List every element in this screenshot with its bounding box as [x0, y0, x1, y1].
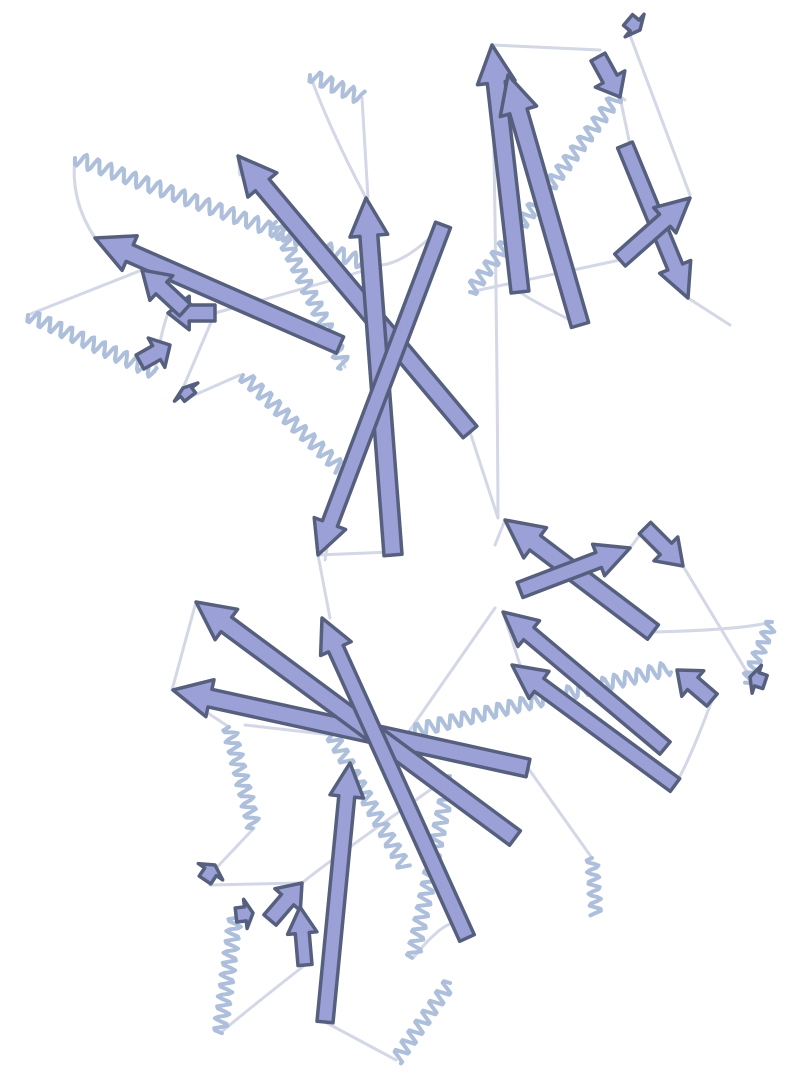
coil-loop — [316, 550, 392, 557]
coil-loop — [408, 606, 497, 732]
coil-loop — [468, 258, 622, 294]
helix-coil — [392, 979, 453, 1066]
helix-coil — [584, 856, 603, 918]
beta-strand-arrow — [515, 542, 632, 600]
beta-strand-arrow — [262, 881, 304, 927]
coil-loop — [308, 73, 368, 200]
coil-loop — [626, 28, 692, 197]
coil-loop — [170, 600, 198, 692]
beta-strand-arrow — [637, 520, 685, 568]
coil-loop — [188, 373, 242, 399]
coil-loop — [673, 698, 714, 787]
beta-strand-arrow — [510, 663, 682, 794]
beta-strand-arrow — [318, 616, 477, 944]
coil-loop — [618, 95, 632, 147]
coil-loop — [360, 96, 370, 200]
coil-loop — [468, 430, 500, 520]
beta-strand-arrow — [501, 610, 672, 756]
coil-loop — [218, 963, 307, 1035]
beta-strand-arrow — [285, 905, 319, 968]
beta-strand-arrow — [194, 600, 523, 847]
beta-strand-arrow — [621, 12, 646, 39]
coil-loop — [316, 553, 332, 620]
coil-loop — [153, 311, 170, 374]
beta-strand-arrow — [236, 154, 479, 440]
coil-loop — [300, 774, 452, 885]
beta-strand-arrow — [748, 663, 769, 695]
helix-coil — [407, 661, 673, 740]
coil-loop — [526, 766, 594, 860]
coil-loop — [26, 268, 144, 317]
coil-loop — [243, 723, 334, 737]
beta-strands — [93, 12, 769, 1025]
helix-coil — [212, 916, 243, 1036]
coil-loop — [72, 156, 97, 240]
beta-strand-arrow — [612, 196, 692, 268]
beta-strand-arrow — [589, 51, 627, 99]
beta-strand-arrow — [93, 234, 346, 355]
beta-strand-arrow — [134, 336, 172, 371]
beta-strand-arrow — [140, 268, 193, 318]
helix-coil — [238, 373, 343, 475]
coil-loop — [493, 518, 507, 547]
coil-loop — [686, 296, 732, 327]
coil-loop — [208, 881, 304, 887]
helix-coil — [221, 725, 261, 831]
beta-strand-arrow — [498, 73, 591, 330]
beta-strand-arrow — [503, 518, 661, 641]
coil-loop — [681, 564, 752, 679]
beta-strand-arrow — [312, 220, 453, 557]
beta-strand-arrow — [196, 861, 225, 886]
helix-coil — [25, 310, 159, 379]
helix-coil — [741, 619, 777, 686]
beta-strand-arrow — [315, 761, 366, 1025]
helix-coil — [307, 70, 367, 104]
beta-strand-arrow — [172, 381, 200, 404]
coil-loop — [323, 1020, 398, 1062]
coil-loop — [651, 620, 774, 634]
beta-strand-arrow — [233, 897, 255, 931]
beta-strand-arrow — [675, 668, 719, 708]
helix-coil — [325, 733, 412, 870]
coil-loop — [490, 43, 602, 52]
